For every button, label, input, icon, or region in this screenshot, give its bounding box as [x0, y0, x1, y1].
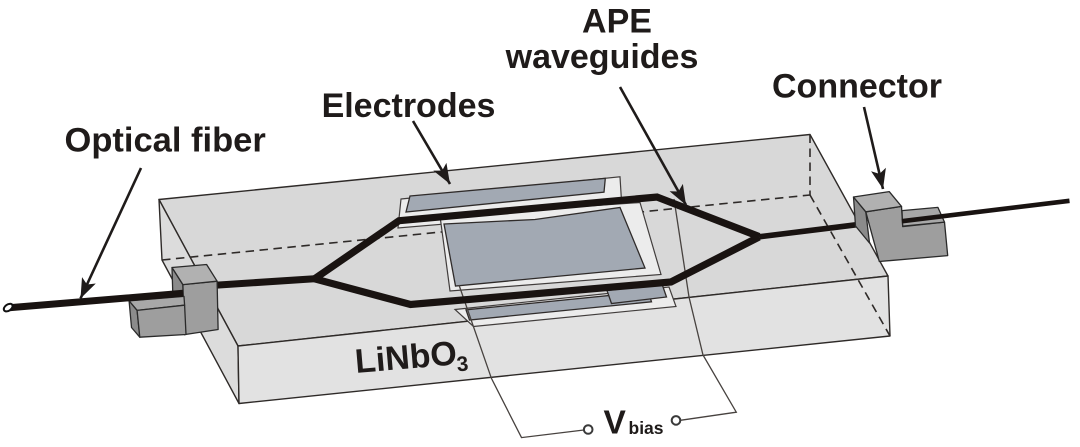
svg-text:V: V	[604, 404, 627, 441]
svg-text:bias: bias	[629, 418, 664, 438]
svg-text:Connector: Connector	[772, 68, 942, 106]
svg-text:APE: APE	[582, 3, 652, 41]
svg-text:3: 3	[456, 352, 470, 376]
svg-text:Electrodes: Electrodes	[322, 87, 496, 125]
svg-text:LiNbO: LiNbO	[353, 334, 458, 381]
svg-text:waveguides: waveguides	[505, 38, 699, 76]
svg-text:Optical fiber: Optical fiber	[65, 122, 266, 160]
